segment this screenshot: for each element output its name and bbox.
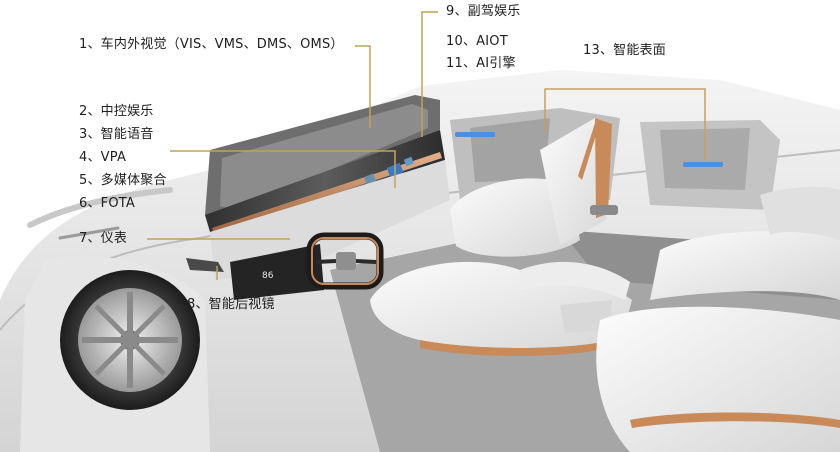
callout-ai-engine: 11、AI引擎: [446, 56, 516, 71]
front-wheel: [20, 255, 210, 452]
leader-line-13: [544, 88, 706, 160]
callout-smart-mirror: 8、智能后视镜: [187, 297, 275, 312]
callout-fota: 6、FOTA: [79, 196, 136, 211]
callout-center-console: 2、中控娱乐: [79, 104, 154, 119]
leader-line-2-6: [170, 150, 396, 188]
callout-smart-surface: 13、智能表面: [583, 43, 666, 58]
ambient-light-right: [683, 162, 723, 167]
callout-passenger-entertainment: 9、副驾娱乐: [446, 4, 521, 19]
callout-aiot: 10、AIOT: [446, 34, 508, 49]
leader-lines: [147, 11, 706, 280]
instrument-cluster: [230, 244, 324, 300]
callout-voice: 3、智能语音: [79, 127, 154, 142]
callout-multimedia: 5、多媒体聚合: [79, 173, 167, 188]
steering-wheel: [306, 232, 384, 290]
cluster-speed-readout: 86: [262, 271, 274, 281]
leader-line-9-11: [421, 11, 438, 137]
callout-vision: 1、车内外视觉（VIS、VMS、DMS、OMS）: [79, 37, 344, 52]
ambient-light-left: [455, 132, 495, 137]
callout-vpa: 4、VPA: [79, 150, 127, 165]
front-passenger-seat: [450, 118, 618, 257]
callout-cluster: 7、仪表: [79, 231, 128, 246]
side-mirror: [186, 258, 224, 272]
dash-copper-trim: [212, 152, 442, 234]
leader-line-1: [355, 45, 371, 128]
dashboard: [205, 95, 450, 300]
front-driver-seat: [370, 261, 632, 356]
rear-seats: [596, 186, 840, 452]
